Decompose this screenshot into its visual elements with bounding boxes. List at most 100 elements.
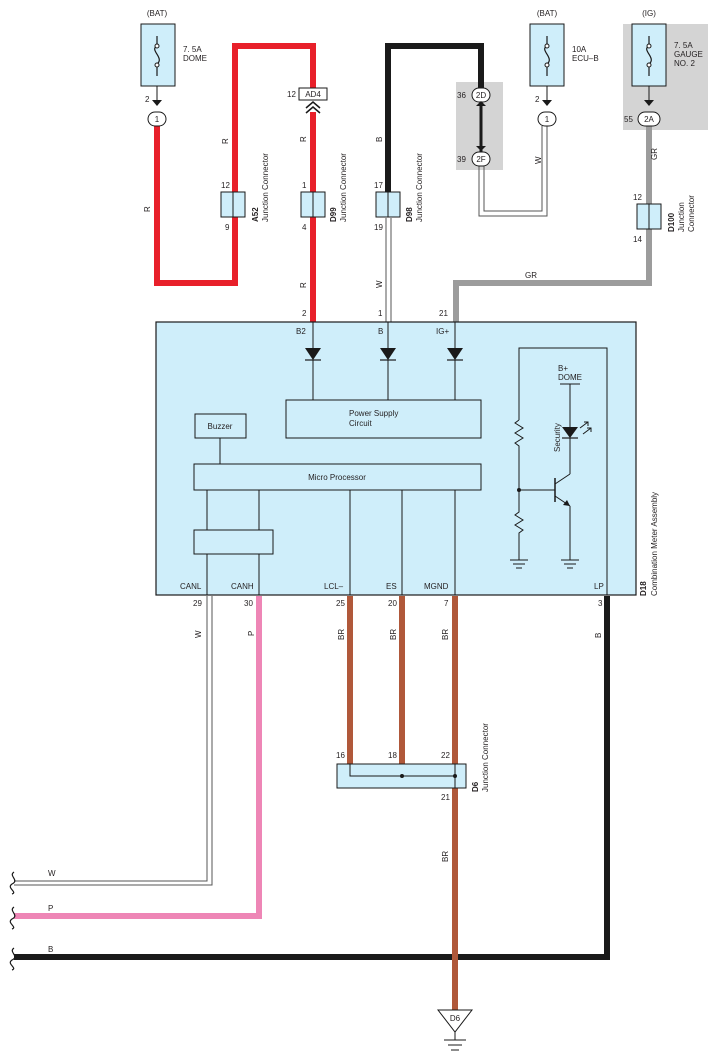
connector-d98: 17 19 D98 Junction Connector bbox=[374, 153, 424, 232]
connector-ad4-chevron bbox=[305, 101, 321, 114]
wire-gr-2 bbox=[453, 222, 652, 322]
connector-d6: 16 18 22 21 D6 Junction Connector bbox=[336, 723, 490, 802]
svg-text:D6: D6 bbox=[471, 781, 480, 792]
svg-text:Circuit: Circuit bbox=[349, 419, 372, 428]
diode-ig bbox=[447, 322, 463, 400]
svg-text:Junction Connector: Junction Connector bbox=[481, 723, 490, 792]
conn-ecub-1 bbox=[537, 111, 557, 127]
svg-text:AD4: AD4 bbox=[305, 90, 321, 99]
svg-text:21: 21 bbox=[439, 309, 448, 318]
svg-text:1: 1 bbox=[155, 115, 160, 124]
svg-text:20: 20 bbox=[388, 599, 397, 608]
svg-text:NO. 2: NO. 2 bbox=[674, 59, 695, 68]
svg-text:R: R bbox=[143, 206, 152, 212]
arrow-2f-up bbox=[476, 146, 486, 151]
svg-text:W: W bbox=[375, 280, 384, 288]
svg-text:2: 2 bbox=[535, 95, 540, 104]
svg-text:18: 18 bbox=[388, 751, 397, 760]
wire-w-ecub-2 bbox=[483, 126, 543, 212]
fuse-ecub: (BAT) 10A ECU–B bbox=[529, 9, 599, 87]
svg-text:25: 25 bbox=[336, 599, 345, 608]
svg-text:14: 14 bbox=[633, 235, 642, 244]
svg-text:12: 12 bbox=[287, 90, 296, 99]
conn-gauge-2a bbox=[637, 111, 661, 127]
svg-text:39: 39 bbox=[457, 155, 466, 164]
svg-text:B: B bbox=[594, 633, 603, 638]
connector-d99: 1 4 D99 Junction Connector bbox=[300, 153, 348, 232]
svg-text:22: 22 bbox=[441, 751, 450, 760]
svg-text:DOME: DOME bbox=[558, 373, 582, 382]
svg-text:LP: LP bbox=[594, 582, 604, 591]
svg-text:55: 55 bbox=[624, 115, 633, 124]
wire-red-dome bbox=[154, 43, 316, 286]
svg-text:Junction Connector: Junction Connector bbox=[415, 153, 424, 222]
svg-text:10A: 10A bbox=[572, 45, 587, 54]
svg-text:B: B bbox=[378, 327, 383, 336]
svg-text:19: 19 bbox=[374, 223, 383, 232]
svg-text:1: 1 bbox=[378, 309, 383, 318]
svg-text:D100: D100 bbox=[667, 212, 676, 232]
svg-text:R: R bbox=[299, 136, 308, 142]
power-supply-circuit bbox=[285, 399, 482, 439]
svg-text:1: 1 bbox=[302, 181, 307, 190]
svg-text:D99: D99 bbox=[329, 207, 338, 222]
svg-text:9: 9 bbox=[225, 223, 230, 232]
svg-text:29: 29 bbox=[193, 599, 202, 608]
svg-text:Power Supply: Power Supply bbox=[349, 409, 398, 418]
conn-dome-1 bbox=[147, 111, 167, 127]
svg-text:P: P bbox=[48, 904, 53, 913]
svg-text:2F: 2F bbox=[476, 155, 485, 164]
svg-text:1: 1 bbox=[545, 115, 550, 124]
svg-text:LCL–: LCL– bbox=[324, 582, 344, 591]
svg-text:GR: GR bbox=[650, 148, 659, 160]
svg-text:BR: BR bbox=[389, 629, 398, 640]
svg-text:16: 16 bbox=[336, 751, 345, 760]
svg-text:B+: B+ bbox=[558, 364, 568, 373]
svg-text:ES: ES bbox=[386, 582, 397, 591]
svg-text:D18: D18 bbox=[639, 581, 648, 596]
svg-text:2: 2 bbox=[302, 309, 307, 318]
svg-text:GR: GR bbox=[525, 271, 537, 280]
svg-text:Junction Connector: Junction Connector bbox=[261, 153, 270, 222]
arrow-ecub bbox=[542, 100, 552, 106]
svg-text:7. 5A: 7. 5A bbox=[674, 41, 693, 50]
svg-text:Combination Meter Assembly: Combination Meter Assembly bbox=[650, 492, 659, 596]
svg-text:Connector: Connector bbox=[687, 195, 696, 232]
wire-w-ecub-1 bbox=[478, 126, 548, 217]
svg-text:3: 3 bbox=[598, 599, 603, 608]
svg-text:DOME: DOME bbox=[183, 54, 207, 63]
svg-text:36: 36 bbox=[457, 91, 466, 100]
wire-w-canl-2 bbox=[14, 596, 213, 886]
wire-pink-canh bbox=[14, 596, 262, 919]
svg-text:R: R bbox=[221, 138, 230, 144]
fuse-dome-source: (BAT) bbox=[147, 9, 168, 18]
svg-text:W: W bbox=[48, 869, 56, 878]
svg-text:2: 2 bbox=[145, 95, 150, 104]
wire-end-b bbox=[9, 947, 16, 971]
svg-text:ECU–B: ECU–B bbox=[572, 54, 599, 63]
arrow-2d-down bbox=[476, 101, 486, 106]
arrow-gauge bbox=[644, 100, 654, 106]
wire-end-w bbox=[9, 871, 16, 895]
transistor-emitter-arrow bbox=[563, 500, 570, 506]
ground-d6-icon: D6 bbox=[436, 1009, 474, 1051]
svg-text:BR: BR bbox=[441, 851, 450, 862]
svg-text:2A: 2A bbox=[644, 115, 654, 124]
svg-text:CANL: CANL bbox=[180, 582, 202, 591]
svg-text:7: 7 bbox=[444, 599, 449, 608]
svg-text:P: P bbox=[247, 631, 256, 636]
diode-b bbox=[380, 322, 396, 400]
connector-2f bbox=[471, 151, 491, 167]
svg-text:MGND: MGND bbox=[424, 582, 449, 591]
micro-processor bbox=[193, 463, 482, 491]
svg-text:21: 21 bbox=[441, 793, 450, 802]
svg-text:12: 12 bbox=[221, 181, 230, 190]
svg-text:D6: D6 bbox=[450, 1014, 461, 1023]
svg-text:30: 30 bbox=[244, 599, 253, 608]
svg-text:(IG): (IG) bbox=[642, 9, 656, 18]
svg-text:Micro Processor: Micro Processor bbox=[308, 473, 366, 482]
svg-text:B: B bbox=[375, 137, 384, 142]
svg-text:A52: A52 bbox=[251, 207, 260, 222]
wire-end-p bbox=[9, 906, 16, 930]
